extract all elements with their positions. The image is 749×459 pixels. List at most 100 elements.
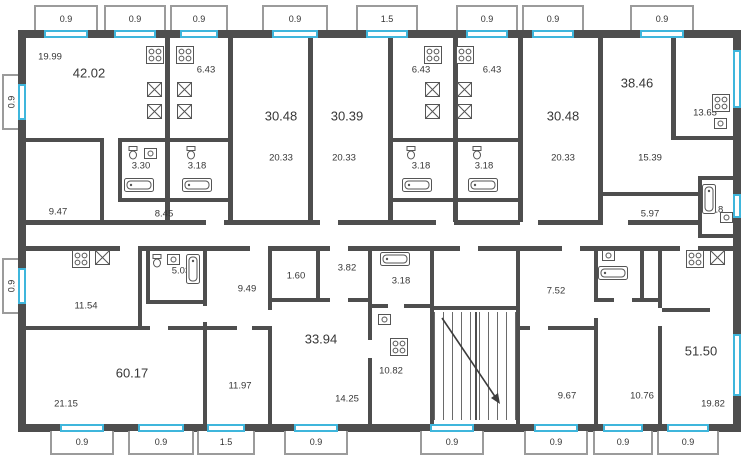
wall <box>316 250 320 302</box>
room-area-label: 51.50 <box>684 343 718 359</box>
window-marker <box>294 424 338 432</box>
bathtub-icon <box>598 266 628 280</box>
balcony-size-label: 0.9 <box>154 437 168 447</box>
balcony-size-label: 0.9 <box>309 437 323 447</box>
room-area-label: 21.15 <box>54 398 78 410</box>
room-area-label: 19.99 <box>38 51 62 63</box>
wall <box>348 246 432 251</box>
window-marker <box>114 30 156 38</box>
staircase <box>434 312 516 420</box>
balcony: 0.9 <box>522 5 584 30</box>
window-marker <box>207 424 245 432</box>
room-area-label: 60.17 <box>115 365 149 381</box>
window-marker <box>18 268 26 304</box>
wall <box>632 298 658 302</box>
wall <box>338 220 436 225</box>
room-area-label: 13.65 <box>693 107 717 119</box>
window-marker <box>18 84 26 120</box>
wall <box>671 136 741 140</box>
balcony: 0.9 <box>2 74 18 130</box>
balcony: 0.9 <box>524 431 588 455</box>
wall <box>368 250 372 340</box>
wall <box>272 298 330 302</box>
appliance-icon <box>425 104 440 119</box>
room-area-label: 38.46 <box>620 75 654 91</box>
balcony-size-label: 0.9 <box>59 13 73 24</box>
wall <box>453 38 458 222</box>
appliance-icon <box>177 104 192 119</box>
wall <box>698 176 702 238</box>
appliance-icon <box>177 82 192 97</box>
room-area-label: 10.82 <box>379 365 403 377</box>
wall <box>580 246 680 251</box>
window-marker <box>532 30 574 38</box>
window-marker <box>430 424 474 432</box>
wall <box>26 326 150 330</box>
wall <box>518 246 562 251</box>
room-area-label: 1.60 <box>286 270 306 282</box>
wall <box>118 138 122 202</box>
room-area-label: 30.48 <box>546 108 580 124</box>
wall <box>252 326 268 330</box>
wall <box>698 246 741 251</box>
room-area-label: 11.54 <box>74 300 98 312</box>
wall <box>594 318 598 424</box>
balcony-size-label: 0.9 <box>616 437 630 447</box>
wall <box>733 30 741 432</box>
wall <box>268 246 330 251</box>
wall <box>228 38 233 222</box>
room-area-label: 33.94 <box>304 331 338 347</box>
wall <box>26 220 102 225</box>
balcony-size-label: 0.9 <box>546 13 560 24</box>
stove-icon <box>72 250 90 268</box>
wall <box>203 250 207 306</box>
room-area-label: 19.82 <box>701 398 725 410</box>
toilet-icon <box>128 146 138 160</box>
toilet-icon <box>152 254 162 268</box>
wall <box>26 138 104 142</box>
wall <box>308 38 313 222</box>
room-area-label: 5.97 <box>640 208 660 220</box>
bathtub-icon <box>380 252 410 266</box>
room-area-label: 3.18 <box>187 160 207 172</box>
balcony-size-label: 0.9 <box>192 13 206 24</box>
balcony-size-label: 0.9 <box>5 279 16 293</box>
balcony-size-label: 1.5 <box>380 13 394 24</box>
balcony: 0.9 <box>2 258 18 314</box>
balcony-size-label: 0.9 <box>549 437 563 447</box>
room-area-label: 3.82 <box>337 262 357 274</box>
wall <box>432 246 460 251</box>
wall <box>224 220 320 225</box>
wall <box>207 326 237 330</box>
room-area-label: 3.18 <box>411 160 431 172</box>
wall <box>118 198 228 202</box>
room-area-label: 9.47 <box>48 206 68 218</box>
room-area-label: 20.33 <box>551 152 575 164</box>
wall <box>168 326 206 330</box>
sink-icon <box>714 118 727 129</box>
room-area-label: 20.33 <box>269 152 293 164</box>
stove-icon <box>456 46 474 64</box>
room-area-label: 5.03 <box>171 265 191 277</box>
balcony-size-label: 0.9 <box>288 13 302 24</box>
wall <box>100 138 104 222</box>
bathtub-icon <box>186 254 200 284</box>
balcony: 0.9 <box>128 431 194 455</box>
wall <box>393 198 518 202</box>
stove-icon <box>424 46 442 64</box>
balcony-size-label: 0.9 <box>681 437 695 447</box>
balcony: 1.5 <box>356 5 418 30</box>
balcony: 1.5 <box>197 431 255 455</box>
sink-icon <box>602 250 615 261</box>
stairs-direction-arrow-icon <box>441 317 500 404</box>
appliance-icon <box>710 250 725 265</box>
wall <box>404 304 430 308</box>
balcony: 0.9 <box>456 5 518 30</box>
stair-divider <box>475 312 477 420</box>
wall <box>518 326 530 330</box>
wall <box>430 248 434 424</box>
wall <box>603 192 702 196</box>
room-area-label: 10.76 <box>630 390 654 402</box>
window-marker <box>180 30 218 38</box>
window-marker <box>60 424 104 432</box>
